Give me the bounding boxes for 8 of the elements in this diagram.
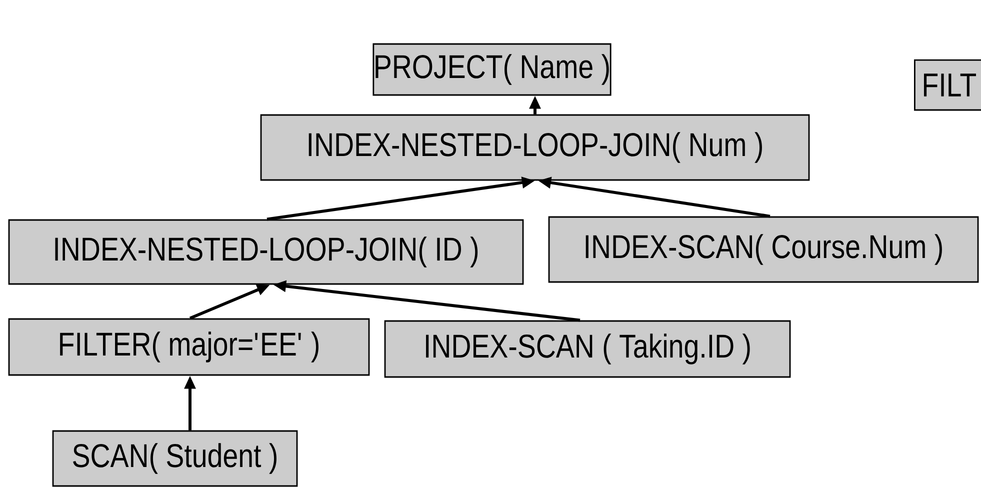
operator-box: INDEX-NESTED-LOOP-JOIN( Num ) [260,114,810,181]
operator-box: INDEX-SCAN ( Taking.ID ) [384,320,791,378]
operator-box: FILT [914,59,981,111]
operator-box: INDEX-NESTED-LOOP-JOIN( ID ) [8,219,524,285]
operator-box: INDEX-SCAN( Course.Num ) [548,216,979,283]
operator-box: PROJECT( Name ) [372,43,612,96]
operator-box: FILTER( major='EE' ) [8,318,370,376]
operator-box: SCAN( Student ) [52,430,298,487]
